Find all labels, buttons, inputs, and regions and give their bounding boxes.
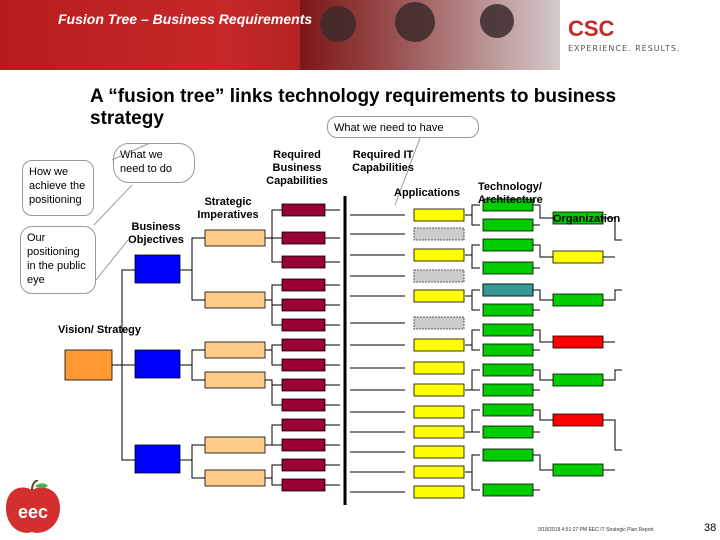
application-box [413,338,465,352]
eec-logo-text: eec [18,502,48,522]
objective-box [134,254,181,284]
label-required-it-capabilities: Required IT Capabilities [352,149,414,174]
business-capability-boxes [281,203,326,492]
page-title: A “fusion tree” links technology require… [90,86,617,129]
imperative-box [204,229,266,247]
objective-box [134,349,181,379]
page-number: 38 [704,522,717,534]
imperative-box [204,371,266,389]
technology-box [482,448,534,462]
organization-box [552,335,604,349]
it-capability-boxes [413,227,465,330]
label-business-objectives: Business Objectives [128,221,184,246]
callout-how-we-achieve: How we achieve the positioning [22,160,94,216]
organization-box [552,250,604,264]
technology-box [482,383,534,397]
application-box [413,361,465,375]
application-boxes [413,208,465,499]
label-required-business-capabilities: Required Business Capabilities [266,149,328,187]
logo-letters: CSC [568,16,615,40]
it-capability-box [413,316,465,330]
label-vision-strategy: Vision/ Strategy [58,324,141,336]
organization-box [552,413,604,427]
business-capability-box [281,231,326,245]
technology-box [482,198,534,212]
imperative-box [204,436,266,454]
technology-box [482,303,534,317]
business-capability-box [281,378,326,392]
logo-tagline: EXPERIENCE. RESULTS. [568,44,681,53]
organization-boxes [482,211,604,477]
business-capability-box [281,255,326,269]
header-banner: Fusion Tree – Business Requirements CSC … [0,0,720,70]
technology-boxes [482,198,534,497]
business-capability-box [281,438,326,452]
business-capability-box [281,338,326,352]
organization-box [552,293,604,307]
objective-box [134,444,181,474]
application-box [413,248,465,262]
csc-logo: CSC EXPERIENCE. RESULTS. [566,14,696,60]
footer-note: 9/18/2018 4:51:27 PM EEC IT Strategic Pl… [538,527,654,533]
application-box [413,405,465,419]
application-box [413,465,465,479]
banner-image [0,0,560,70]
technology-box [482,323,534,337]
organization-box [552,211,604,225]
business-capability-box [281,298,326,312]
technology-box [482,483,534,497]
organization-box-teal [482,283,534,297]
csc-logo-mark: CSC [568,16,615,40]
technology-box [482,238,534,252]
label-technology-architecture: Technology/ Architecture [478,181,543,206]
callout-pointers [93,137,421,281]
business-capability-box [281,278,326,292]
banner-title: Fusion Tree – Business Requirements [58,11,313,27]
organization-box [552,373,604,387]
business-capability-box [281,203,326,217]
callout-what-we-need-to-have: What we need to have [327,116,479,138]
business-capability-box [281,318,326,332]
organization-box [552,463,604,477]
technology-box [482,343,534,357]
application-box [413,208,465,222]
label-organization: Organization [553,213,621,225]
application-box [413,383,465,397]
business-capability-box [281,358,326,372]
technology-box [482,363,534,377]
it-capability-box [413,269,465,283]
application-box [413,289,465,303]
imperative-box [204,469,266,487]
callout-what-we-need-to-do: What we need to do [113,143,195,183]
imperative-box [204,291,266,309]
label-applications: Applications [394,187,461,199]
cyclists-photo [300,0,560,70]
application-box [413,485,465,499]
technology-box [482,218,534,232]
business-capability-box [281,478,326,492]
business-capability-box [281,458,326,472]
label-strategic-imperatives: Strategic Imperatives [197,196,259,221]
connector-lines [112,204,622,493]
business-capability-box [281,398,326,412]
application-box [413,445,465,459]
eec-logo: eec [6,480,60,533]
callout-our-positioning: Our positioning in the public eye [20,226,96,294]
imperative-box [204,341,266,359]
technology-box [482,425,534,439]
technology-box [482,403,534,417]
technology-box [482,261,534,275]
imperative-boxes [204,229,266,487]
it-capability-box [413,227,465,241]
business-capability-box [281,418,326,432]
application-box [413,425,465,439]
vision-box [64,349,113,381]
